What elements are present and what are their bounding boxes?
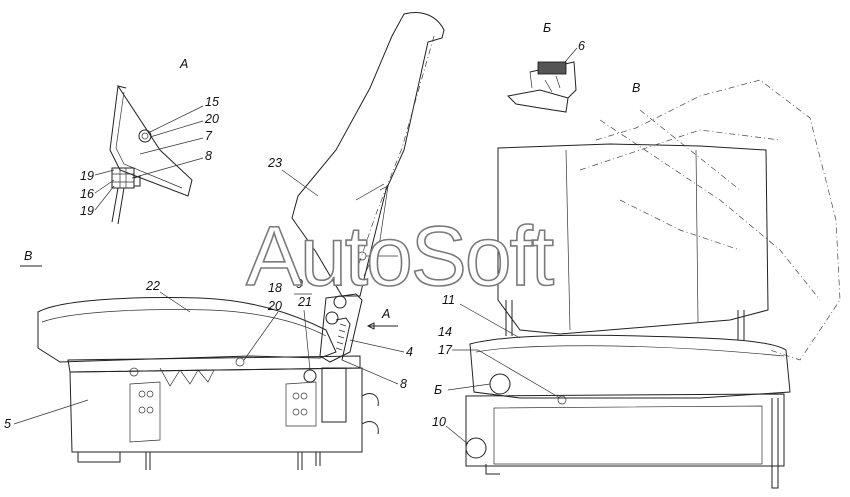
view-v-title: В	[632, 81, 640, 95]
detail-b: Б 6	[506, 21, 585, 113]
callout-3: 3	[402, 249, 409, 263]
callout-4: 4	[406, 345, 413, 359]
callout-14: 14	[438, 325, 452, 339]
callout-21: 21	[297, 295, 312, 309]
callout-20-main: 20	[267, 299, 282, 313]
callout-6: 6	[578, 39, 585, 53]
callout-19-bottom: 19	[80, 204, 94, 218]
callout-18: 18	[268, 281, 282, 295]
callout-11: 11	[442, 293, 455, 307]
callout-7: 7	[205, 129, 213, 143]
watermark: AutoSoft	[246, 209, 554, 303]
callout-8-main: 8	[400, 377, 407, 391]
callout-23: 23	[267, 156, 282, 170]
callout-8: 8	[205, 149, 212, 163]
callout-15: 15	[205, 95, 219, 109]
callout-10: 10	[432, 415, 446, 429]
detail-a: А 15 20 7 8 19 16 19	[80, 57, 219, 225]
seat-rear-view: 11 14 17 Б 10	[432, 79, 841, 489]
callout-19-top: 19	[80, 169, 94, 183]
seat-side-view: В 23 3 22	[4, 12, 445, 470]
detail-a-title: А	[179, 57, 188, 71]
callout-17: 17	[438, 343, 453, 357]
detail-b-title: Б	[543, 21, 551, 35]
view-arrow-a: А	[381, 307, 390, 321]
view-arrow-v: В	[24, 249, 32, 263]
callout-22: 22	[145, 279, 160, 293]
callout-5: 5	[4, 417, 11, 431]
callout-9: 9	[296, 277, 303, 291]
callout-16: 16	[80, 187, 94, 201]
callout-20: 20	[204, 112, 219, 126]
b-mark: Б	[434, 383, 442, 397]
